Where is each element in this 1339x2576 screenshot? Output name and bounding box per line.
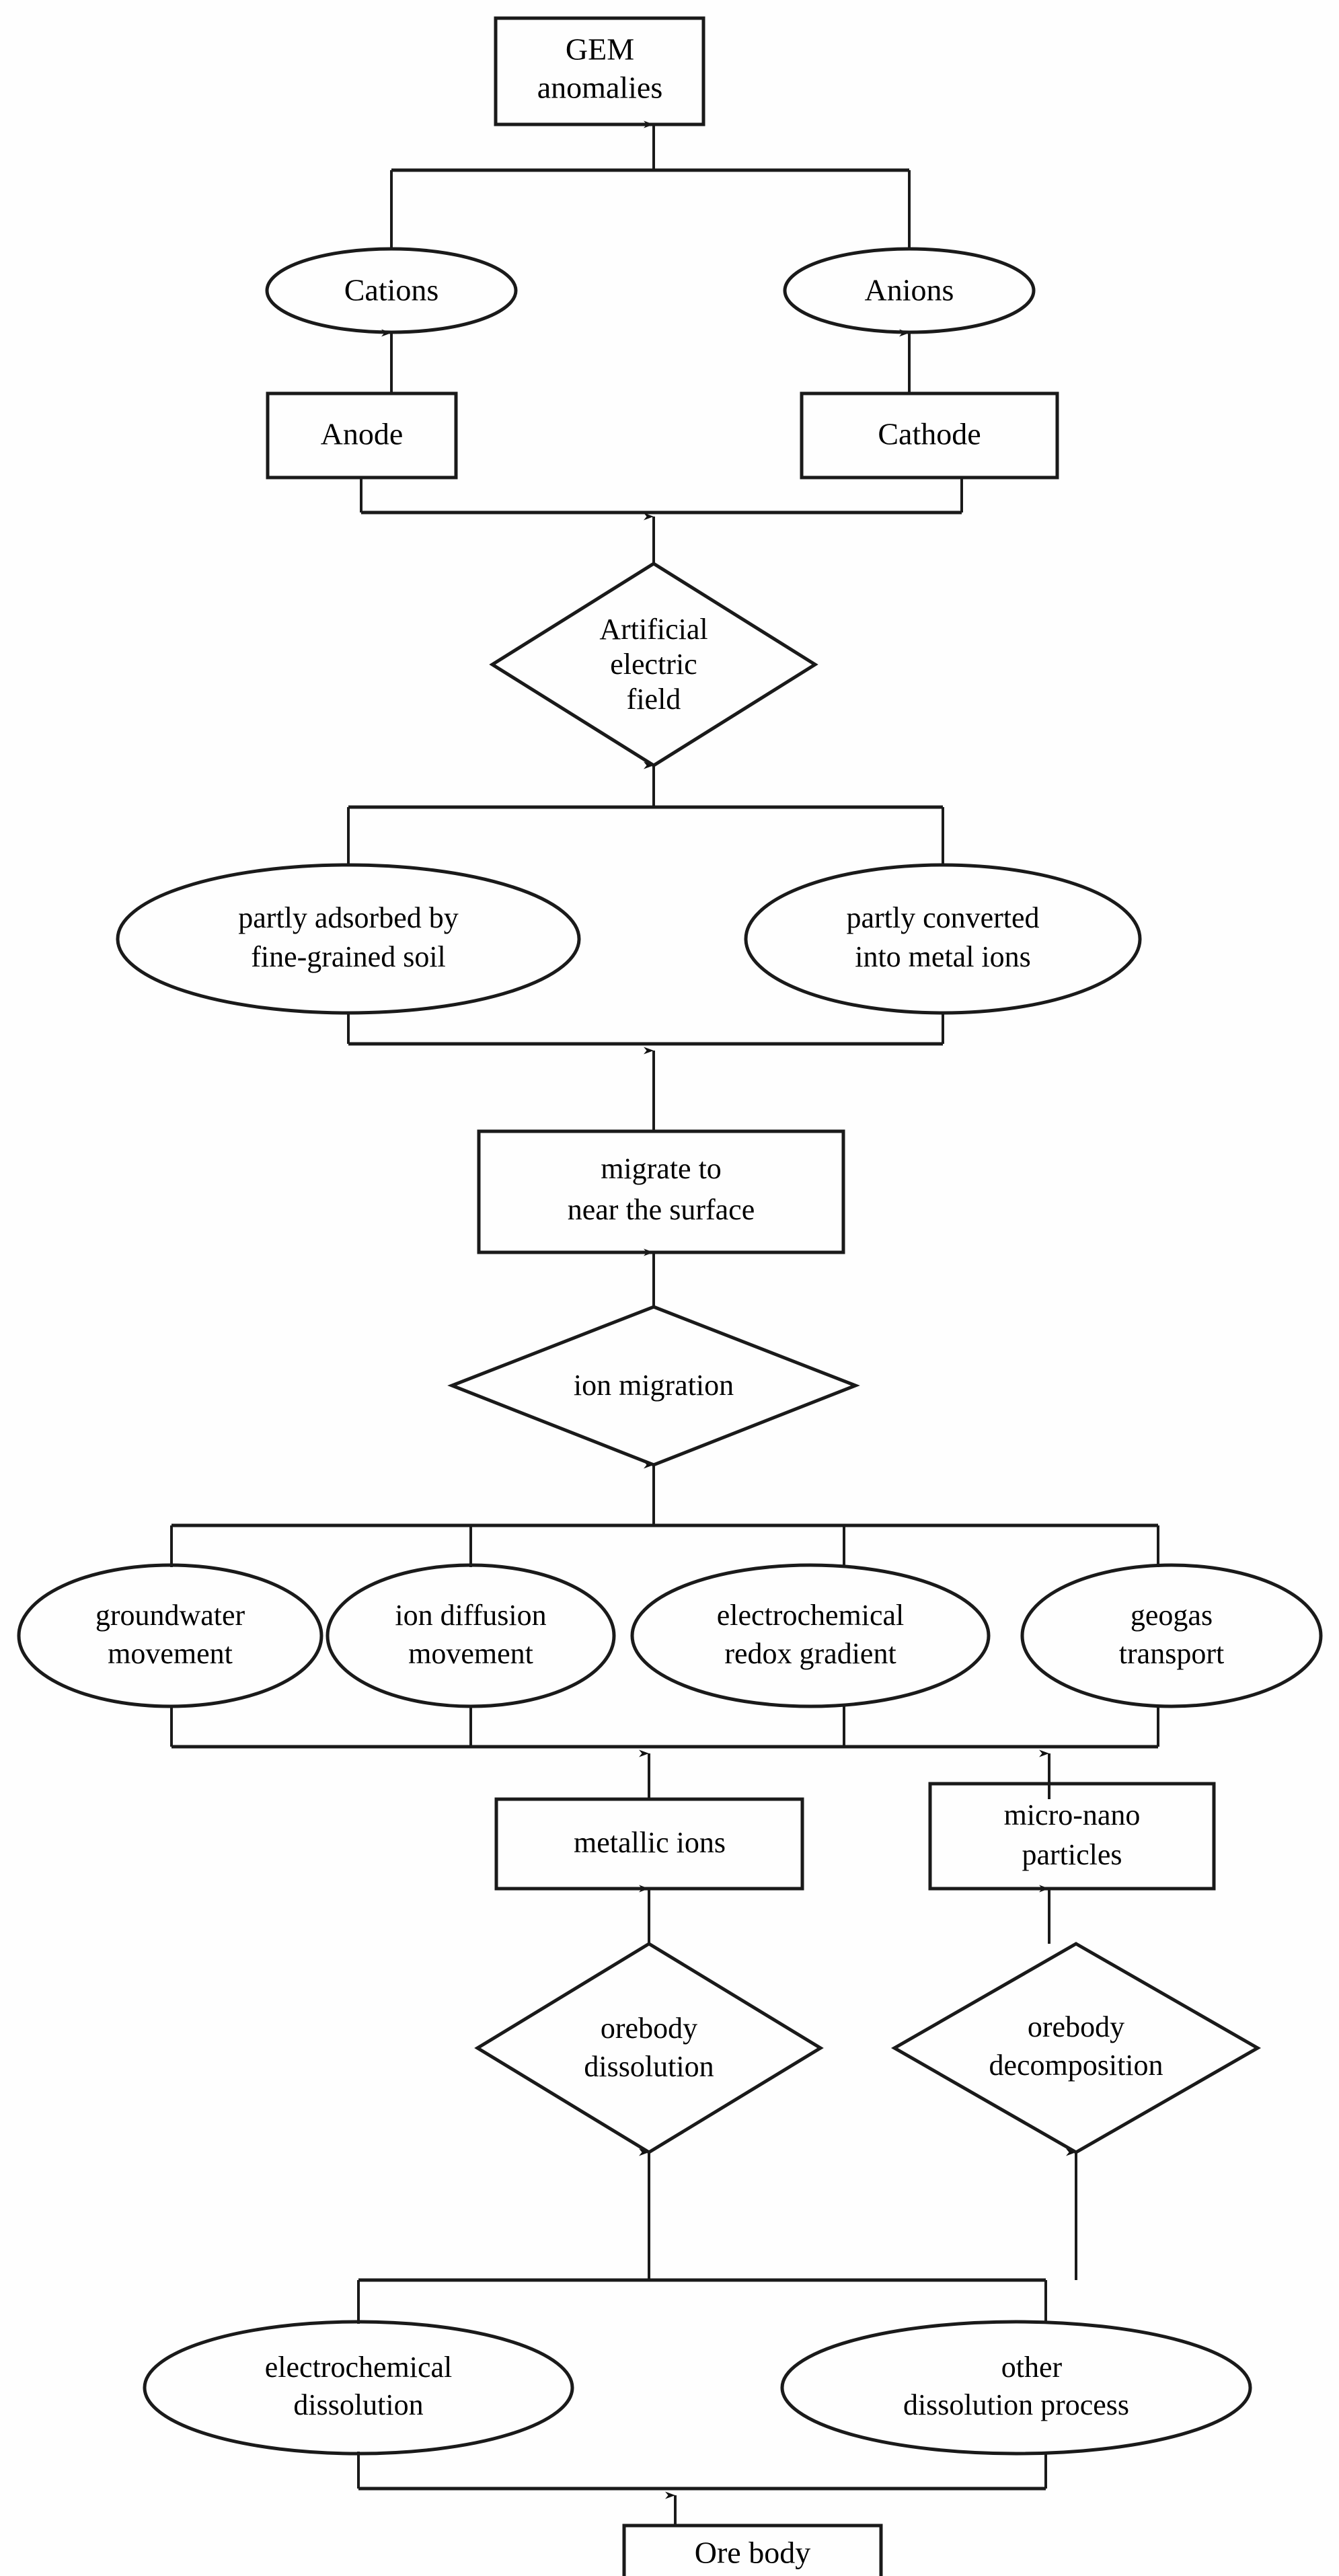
node-cathode[interactable]: Cathode [800, 391, 1059, 480]
orebody-dissolution-line2: dissolution [584, 2050, 714, 2083]
partly-adsorbed-line2: fine-grained soil [251, 940, 446, 973]
node-orebody-decomposition[interactable]: orebody decomposition [890, 1942, 1262, 2154]
node-partly-adsorbed[interactable]: partly adsorbed by fine-grained soil [116, 863, 581, 1015]
node-gem-anomalies[interactable]: GEM anomalies [494, 16, 705, 126]
ion-migration-label: ion migration [574, 1369, 734, 1402]
gem-anomalies-line1: GEM [566, 32, 634, 67]
edges-layer [170, 120, 1159, 2526]
node-micro-nano-particles[interactable]: micro-nano particles [928, 1782, 1216, 1891]
cathode-label: Cathode [878, 417, 981, 451]
geogas-line1: geogas [1131, 1599, 1213, 1632]
node-ion-migration[interactable]: ion migration [447, 1305, 860, 1467]
anode-label: Anode [321, 417, 404, 451]
node-anode[interactable]: Anode [266, 391, 458, 480]
node-artificial-electric-field[interactable]: Artificial electric field [489, 562, 818, 767]
ion-diffusion-line2: movement [408, 1637, 533, 1670]
migrate-line2: near the surface [568, 1193, 755, 1226]
node-ion-diffusion-movement[interactable]: ion diffusion movement [326, 1563, 616, 1708]
artificial-field-line2: electric [610, 648, 697, 681]
partly-converted-line2: into metal ions [855, 940, 1031, 973]
node-metallic-ions[interactable]: metallic ions [494, 1797, 804, 1891]
orebody-dissolution-line1: orebody [601, 2012, 697, 2045]
node-anions[interactable]: Anions [783, 247, 1036, 334]
ion-diffusion-line1: ion diffusion [395, 1599, 546, 1632]
node-cations[interactable]: Cations [265, 247, 518, 334]
metallic-ions-label: metallic ions [574, 1826, 726, 1859]
partly-converted-line1: partly converted [846, 901, 1039, 934]
node-ore-body[interactable]: Ore body [622, 2524, 883, 2576]
geogas-line2: transport [1119, 1637, 1224, 1670]
cations-label: Cations [344, 273, 439, 307]
orebody-decomp-line2: decomposition [989, 2049, 1163, 2082]
micro-nano-line2: particles [1022, 1838, 1122, 1871]
node-redox-gradient[interactable]: electrochemical redox gradient [630, 1563, 991, 1708]
groundwater-line1: groundwater [95, 1599, 245, 1632]
artificial-field-line1: Artificial [599, 613, 707, 646]
other-diss-line1: other [1001, 2351, 1063, 2384]
redox-line1: electrochemical [717, 1599, 904, 1632]
redox-line2: redox gradient [724, 1637, 896, 1670]
node-migrate-to-surface[interactable]: migrate to near the surface [477, 1129, 845, 1254]
anions-label: Anions [865, 273, 954, 307]
node-geogas-transport[interactable]: geogas transport [1020, 1563, 1323, 1708]
groundwater-line2: movement [108, 1637, 233, 1670]
micro-nano-line1: micro-nano [1004, 1798, 1141, 1831]
node-orebody-dissolution[interactable]: orebody dissolution [474, 1942, 824, 2154]
ore-body-label: Ore body [695, 2536, 810, 2570]
other-diss-line2: dissolution process [903, 2388, 1129, 2421]
migrate-line1: migrate to [601, 1152, 722, 1185]
orebody-decomp-line1: orebody [1028, 2010, 1124, 2043]
artificial-field-line3: field [627, 683, 681, 716]
node-partly-converted[interactable]: partly converted into metal ions [744, 863, 1142, 1015]
node-groundwater-movement[interactable]: groundwater movement [17, 1563, 323, 1708]
node-electrochemical-dissolution[interactable]: electrochemical dissolution [143, 2320, 574, 2456]
electrochem-diss-line2: dissolution [293, 2388, 423, 2421]
electrochem-diss-line1: electrochemical [265, 2351, 452, 2384]
gem-anomalies-line2: anomalies [537, 71, 663, 105]
node-other-dissolution-process[interactable]: other dissolution process [780, 2320, 1252, 2456]
partly-adsorbed-line1: partly adsorbed by [238, 901, 458, 934]
